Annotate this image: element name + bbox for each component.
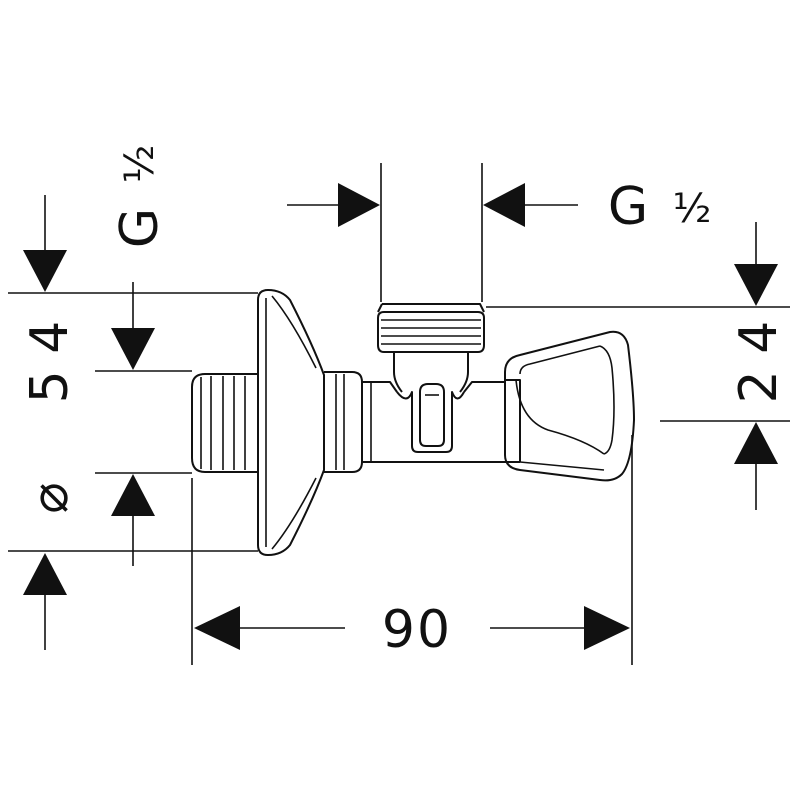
dimension-rosette-diameter: ⌀ 5 4 (20, 195, 80, 650)
rosette-diameter-value: 5 4 (20, 321, 80, 404)
arrowhead-thread-bottom (111, 474, 155, 516)
inlet-thread-prefix: G (608, 177, 648, 237)
rosette-diameter-label: ⌀ 5 4 (20, 321, 80, 514)
length-dimension-text: 90 (382, 600, 452, 660)
rosette-flange (257, 289, 325, 556)
height-offset-label: 2 4 (729, 321, 789, 404)
height-offset-value: 2 4 (729, 321, 789, 404)
valve-body (362, 379, 521, 463)
angle-valve-outline (191, 289, 635, 556)
arrowhead-inlet-left (338, 183, 380, 227)
arrowhead-length-left (194, 606, 240, 650)
outlet-thread-prefix: G (110, 208, 170, 248)
dimension-outlet-thread: G ½ (110, 145, 170, 566)
dimension-height-offset: 2 4 (729, 222, 789, 510)
arrowhead-thread-top (111, 328, 155, 370)
arrowhead-length-right (584, 606, 630, 650)
arrowhead-rosette-top (23, 250, 67, 292)
rosette-diameter-symbol: ⌀ (20, 482, 80, 513)
arrowhead-offset-bottom (734, 422, 778, 464)
arrowhead-offset-top (734, 264, 778, 306)
arrowhead-inlet-right (483, 183, 525, 227)
dimension-overall-length: 90 (194, 600, 630, 660)
valve-handle (504, 330, 635, 482)
outlet-thread-label: G ½ (110, 145, 170, 249)
outlet-thread-nipple (191, 373, 258, 473)
inlet-thread-fraction: ½ (673, 186, 712, 232)
valve-stem (396, 383, 465, 453)
outlet-thread-fraction: ½ (117, 145, 163, 184)
dimension-inlet-thread: G ½ (287, 177, 711, 237)
inlet-connection (377, 303, 485, 393)
rosette-collar (324, 371, 363, 473)
extension-lines (8, 163, 790, 665)
arrowhead-rosette-bottom (23, 553, 67, 595)
